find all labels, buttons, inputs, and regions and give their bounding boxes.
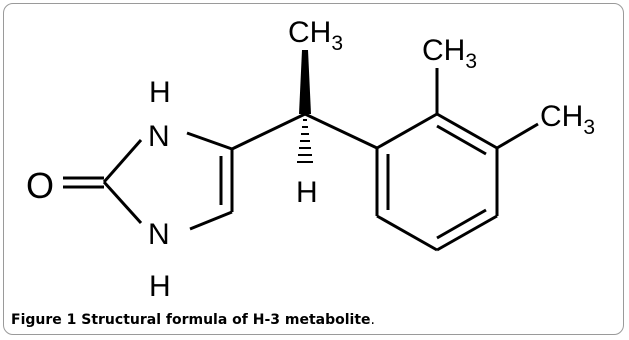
figure-label: Figure 1 [11,312,77,328]
ring-bond-2 [436,112,498,150]
methyl-right-label: CH3 [540,100,595,139]
atom-n-top: N [148,120,170,153]
bond-c2-n3 [102,180,143,225]
hashed-bond-hydrogen [297,119,313,163]
atom-h-stereo: H [296,176,318,209]
figure-frame [3,3,624,335]
ring-double-2 [436,208,487,240]
atom-oxygen: O [26,165,54,206]
wedge-bond-methyl [299,50,311,114]
methyl-ring-label: CH3 [422,34,477,73]
bond-ring-methyl-right [496,122,539,150]
bond-n1-c5 [186,131,233,151]
caption-text: Structural formula of H-3 metabolite [76,312,371,328]
methyl-top-label: CH3 [288,16,343,55]
atom-h-top: H [149,76,171,109]
ring-double-1 [436,124,487,156]
figure-caption: Figure 1 Structural formula of H-3 metab… [11,312,375,328]
ring-bond-5 [376,214,438,252]
caption-period: . [370,312,375,328]
atom-h-bottom: H [149,270,171,303]
bond-c2-n1 [102,139,143,183]
ring-bond-4 [436,214,498,252]
atom-n-bottom: N [148,218,170,251]
bond-chiral-ring [304,112,378,150]
ring-bond-1 [376,112,438,150]
bond-c4-n3 [189,210,233,231]
bond-c5-chiral [231,112,306,151]
